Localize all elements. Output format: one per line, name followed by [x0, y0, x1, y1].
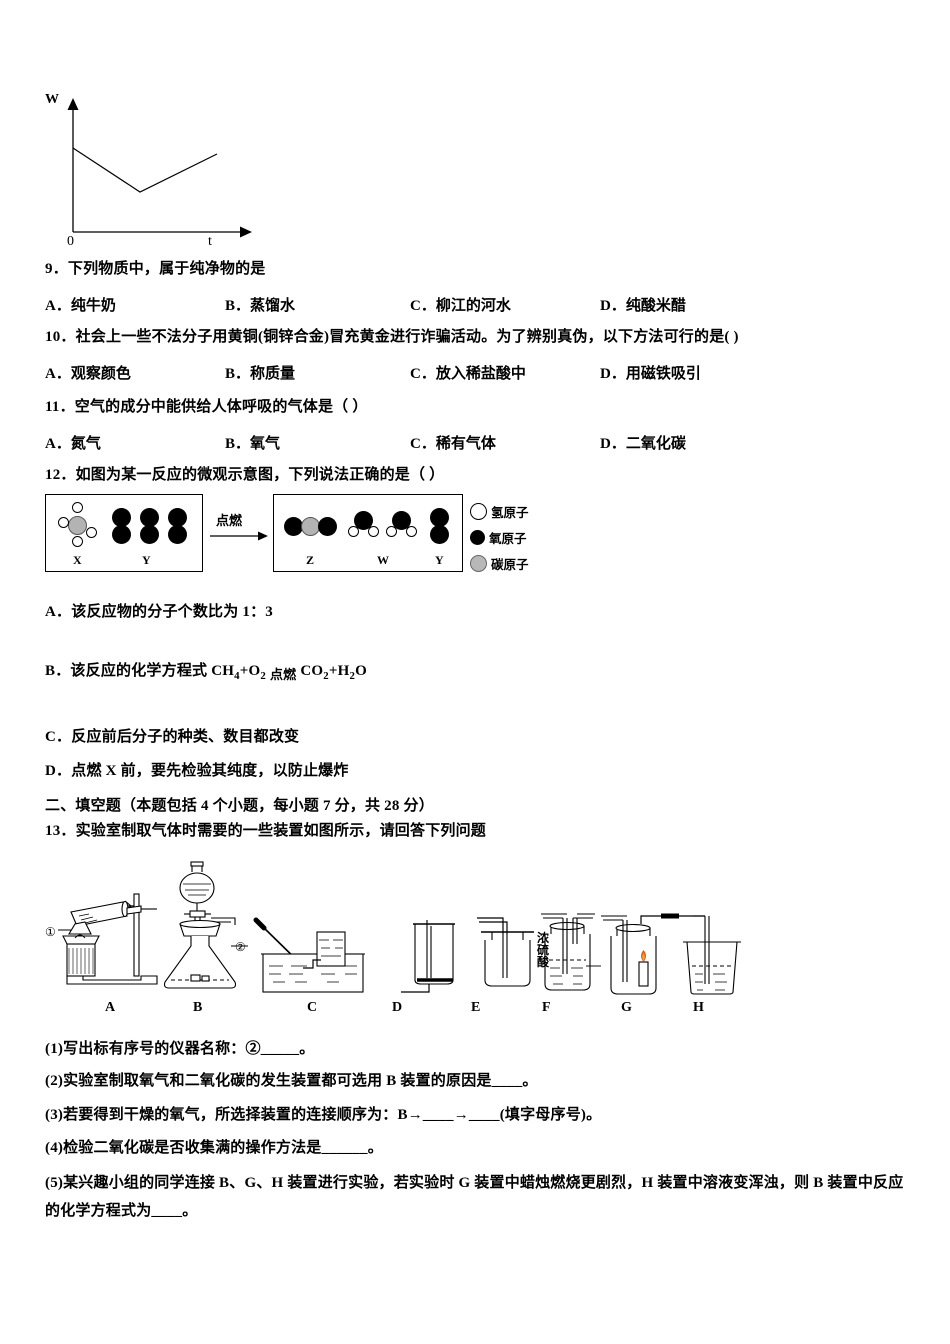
legend-item-oxygen: 氧原子 — [470, 524, 560, 550]
option-11-B[interactable]: B．氧气 — [225, 435, 281, 452]
option-12-D[interactable]: D．点燃 X 前，要先检验其纯度，以防止爆炸 — [45, 763, 349, 779]
section-heading: 二、填空题（本题包括 4 个小题，每小题 7 分，共 28 分） — [45, 798, 434, 814]
oxygen-atom — [318, 517, 337, 536]
oxygen-atom — [112, 525, 131, 544]
question-11-number: 11 — [45, 399, 60, 415]
hydrogen-atom — [348, 526, 359, 537]
question-10-stem: 10．社会上一些不法分子用黄铜(铜锌合金)冒充黄金进行诈骗活动。为了辨别真伪，以… — [45, 329, 739, 345]
hydrogen-atom — [368, 526, 379, 537]
apparatus-label-D: D — [392, 1000, 403, 1015]
atom-legend: 氢原子 氧原子 碳原子 — [470, 498, 560, 576]
hydrogen-atom — [72, 536, 83, 547]
hydrogen-atom — [72, 502, 83, 513]
option-9-C[interactable]: C．柳江的河水 — [410, 297, 511, 314]
oxygen-atom — [140, 508, 159, 527]
oxygen-atom — [430, 508, 449, 527]
molecule-label-z: Z — [306, 553, 315, 567]
equation-condition: 点燃 — [269, 666, 297, 682]
molecule-label-y: Y — [142, 553, 151, 567]
molecule-label-w: W — [377, 553, 389, 567]
apparatus-label-F: F — [542, 1000, 551, 1015]
sub-question-1: (1)写出标有序号的仪器名称：②_____。 — [45, 1041, 315, 1057]
hydrogen-atom — [86, 527, 97, 538]
reaction-condition-label: 点燃 — [216, 513, 243, 528]
callout-2: ② — [235, 940, 246, 954]
products-box: Z W Y — [273, 494, 463, 572]
option-10-A[interactable]: A．观察颜色 — [45, 365, 131, 382]
oxygen-atom — [354, 511, 373, 530]
option-12-B[interactable]: B．该反应的化学方程式 CH4+O2 点燃 CO2+H2O — [45, 660, 367, 684]
question-10-options: A．观察颜色 B．称质量 C．放入稀盐酸中 D．用磁铁吸引 — [45, 362, 925, 383]
question-9-stem: 9．下列物质中，属于纯净物的是 — [45, 261, 266, 277]
apparatus-label-G: G — [621, 1000, 632, 1015]
apparatus-label-A: A — [105, 1000, 116, 1015]
question-12-stem: 12．如图为某一反应的微观示意图，下列说法正确的是（ ） — [45, 467, 445, 483]
oxygen-atom-icon — [470, 529, 485, 545]
option-12-A[interactable]: A．该反应物的分子个数比为 1：3 — [45, 604, 274, 620]
sub-question-5: (5)某兴趣小组的同学连接 B、G、H 装置进行实验，若实验时 G 装置中蜡烛燃… — [45, 1175, 904, 1219]
question-13-stem: 13．实验室制取气体时需要的一些装置如图所示，请回答下列问题 — [45, 823, 487, 839]
graph-origin-label: 0 — [67, 234, 74, 249]
apparatus-figure: ① ② 浓硫酸 — [45, 861, 745, 1020]
concentrated-sulfuric-acid-label: 浓硫酸 — [537, 931, 550, 969]
oxygen-atom — [112, 508, 131, 527]
oxygen-atom — [284, 517, 303, 536]
option-10-D[interactable]: D．用磁铁吸引 — [600, 365, 701, 382]
apparatus-drawings — [58, 861, 741, 995]
oxygen-atom — [168, 525, 187, 544]
sub-question-3: (3)若要得到干燥的氧气，所选择装置的连接顺序为：B→____→____(填字母… — [45, 1107, 602, 1123]
chemical-equation: CH4+O2 点燃 CO2+H2O — [211, 660, 367, 684]
question-11-stem: 11．空气的成分中能供给人体呼吸的气体是（ ） — [45, 399, 368, 415]
option-12-C[interactable]: C．反应前后分子的种类、数目都改变 — [45, 729, 300, 745]
w-t-graph: W 0 t — [45, 82, 305, 249]
reactants-box: X Y — [45, 494, 203, 572]
question-11-options: A．氮气 B．氧气 C．稀有气体 D．二氧化碳 — [45, 432, 925, 453]
legend-item-hydrogen: 氢原子 — [470, 498, 560, 524]
hydrogen-atom-icon — [470, 502, 487, 520]
molecular-reaction-diagram: X Y 点燃 Z W Y — [45, 494, 605, 582]
equation-right: CO2+H2O — [300, 663, 367, 682]
option-9-D[interactable]: D．纯酸米醋 — [600, 297, 686, 314]
option-9-A[interactable]: A．纯牛奶 — [45, 297, 116, 314]
apparatus-label-H: H — [693, 1000, 704, 1015]
oxygen-atom — [430, 525, 449, 544]
option-11-C[interactable]: C．稀有气体 — [410, 435, 496, 452]
apparatus-label-B: B — [193, 1000, 203, 1015]
question-10-number: 10 — [45, 329, 61, 345]
apparatus-label-C: C — [307, 1000, 318, 1015]
equation-left: CH4+O2 — [211, 663, 266, 682]
graph-y-label: W — [45, 92, 59, 107]
hydrogen-atom — [406, 526, 417, 537]
callout-1: ① — [45, 925, 56, 939]
question-12-number: 12 — [45, 467, 61, 483]
option-11-D[interactable]: D．二氧化碳 — [600, 435, 686, 452]
question-11: 11．空气的成分中能供给人体呼吸的气体是（ ） A．氮气 B．氧气 C．稀有气体… — [45, 396, 925, 453]
option-10-C[interactable]: C．放入稀盐酸中 — [410, 365, 526, 382]
option-9-B[interactable]: B．蒸馏水 — [225, 297, 296, 314]
carbon-atom — [68, 516, 87, 535]
hydrogen-atom — [58, 517, 69, 528]
option-10-B[interactable]: B．称质量 — [225, 365, 296, 382]
question-13-number: 13 — [45, 823, 61, 839]
question-9-options: A．纯牛奶 B．蒸馏水 C．柳江的河水 D．纯酸米醋 — [45, 294, 905, 315]
option-11-A[interactable]: A．氮气 — [45, 435, 101, 452]
question-9: 9．下列物质中，属于纯净物的是 A．纯牛奶 B．蒸馏水 C．柳江的河水 D．纯酸… — [45, 258, 905, 315]
molecule-label-y2: Y — [435, 553, 444, 567]
question-9-number: 9 — [45, 261, 53, 277]
oxygen-atom — [392, 511, 411, 530]
graph-x-label: t — [208, 234, 212, 249]
question-10: 10．社会上一些不法分子用黄铜(铜锌合金)冒充黄金进行诈骗活动。为了辨别真伪，以… — [45, 326, 925, 383]
oxygen-atom — [168, 508, 187, 527]
oxygen-atom — [140, 525, 159, 544]
apparatus-label-E: E — [471, 1000, 481, 1015]
carbon-atom-icon — [470, 554, 487, 572]
hydrogen-atom — [386, 526, 397, 537]
sub-question-4: (4)检验二氧化碳是否收集满的操作方法是______。 — [45, 1140, 383, 1156]
sub-question-2: (2)实验室制取氧气和二氧化碳的发生装置都可选用 B 装置的原因是____。 — [45, 1073, 538, 1089]
molecule-label-x: X — [73, 553, 82, 567]
legend-item-carbon: 碳原子 — [470, 550, 560, 576]
